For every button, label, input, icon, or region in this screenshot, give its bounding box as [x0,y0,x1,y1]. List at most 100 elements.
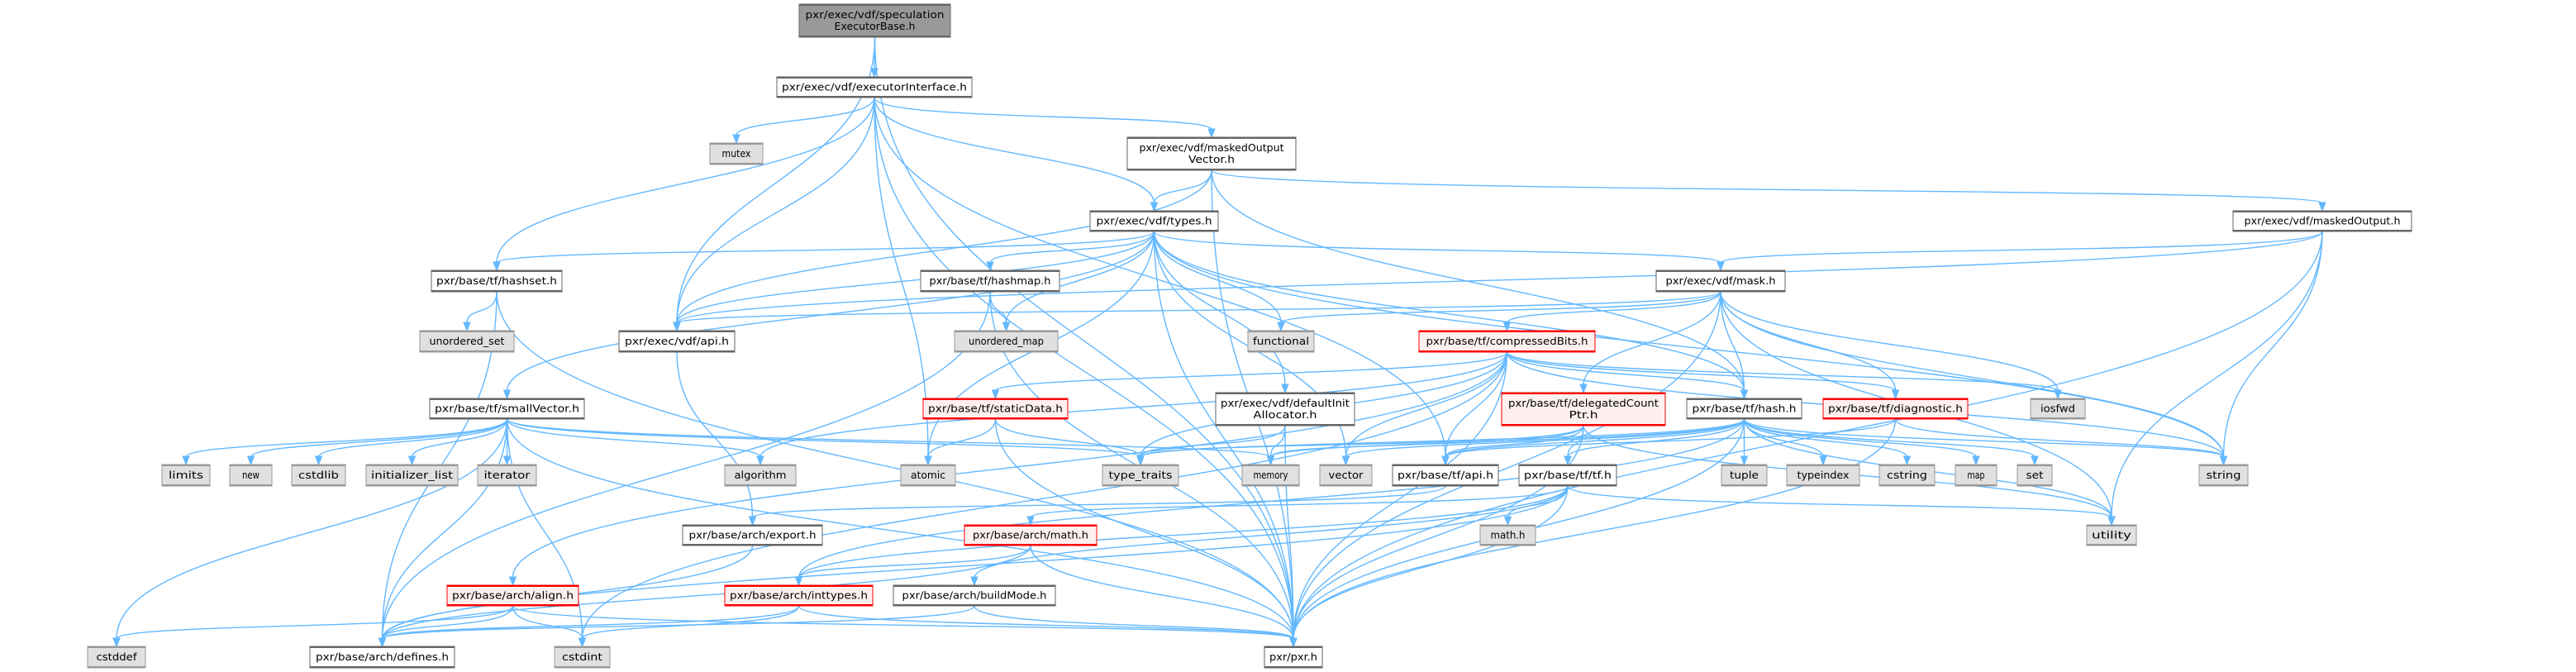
arrowhead-icon [1002,322,1011,332]
arrowhead-icon [1341,455,1350,466]
edge-mask-to-delegated [1579,291,1721,394]
arrowhead-icon [1717,261,1725,272]
node-box [798,3,951,38]
arrowhead-icon [732,134,740,145]
edge-types-to-functional [1153,231,1285,332]
edge-line [994,418,1141,458]
node-label: ExecutorBase.h [835,21,916,32]
node-tfapi[interactable]: pxr/base/tf/api.h [1392,464,1499,487]
node-typeindex: typeindex [1786,464,1860,487]
edge-line [1293,418,1897,640]
node-execIface[interactable]: pxr/exec/vdf/executorInterface.h [776,76,973,98]
node-functional: functional [1247,330,1315,353]
node-label: utility [2092,530,2131,541]
node-label: pxr/base/tf/hashset.h [436,275,557,287]
node-types[interactable]: pxr/exec/vdf/types.h [1089,210,1219,232]
node-vdfapi[interactable]: pxr/exec/vdf/api.h [618,330,736,353]
edge-line [250,418,508,458]
arrowhead-icon [1207,128,1216,139]
edge-line [874,97,1212,131]
edge-line [116,418,508,640]
node-export[interactable]: pxr/base/arch/export.h [682,524,823,546]
edge-line [1506,351,1897,392]
node-limits: limits [161,464,211,487]
edge-line [1293,485,1569,640]
edge-line [381,605,514,640]
arrowhead-icon [1281,384,1289,394]
node-box [1241,464,1300,487]
edge-line [1280,291,1721,324]
edge-compressedBits-to-iosfwd [1506,351,2062,400]
arrowhead-icon [378,637,387,648]
node-inttypes[interactable]: pxr/base/arch/inttypes.h [724,584,874,607]
node-hash[interactable]: pxr/base/tf/hash.h [1686,398,1802,420]
edge-line [1720,291,1745,392]
node-mask[interactable]: pxr/exec/vdf/mask.h [1655,269,1786,293]
edge-staticData-to-type_traits [994,418,1145,466]
edge-line [2111,231,2323,518]
node-label: Allocator.h [1254,409,1317,421]
edge-line [1567,485,2112,518]
node-iterator: iterator [477,464,537,487]
edge-compressedBits-to-hash [1506,351,1749,400]
edge-types-to-vdfapi [673,231,1155,332]
edge-archmath-to-inttypes [794,545,1031,587]
node-box [682,524,823,546]
node-label: Vector.h [1188,154,1235,165]
node-compressedBits[interactable]: pxr/base/tf/compressedBits.h [1418,330,1596,353]
node-label: atomic [911,469,945,481]
edge-line [1506,351,1745,392]
node-box [419,330,515,353]
node-smallVector[interactable]: pxr/base/tf/smallVector.h [429,398,585,420]
edge-diagnostic-to-string [1894,418,2228,466]
node-archmath[interactable]: pxr/base/arch/math.h [964,524,1098,546]
edge-line [798,605,1294,640]
edge-smallVector-to-pxr [506,418,1298,648]
edge-line [1293,231,2323,640]
edge-smallVector-to-cstdint [506,418,587,648]
edge-hash-to-map [1743,418,1980,466]
node-label: map [1968,469,1985,481]
node-hashset[interactable]: pxr/base/tf/hashset.h [431,269,563,293]
node-buildMode[interactable]: pxr/base/arch/buildMode.h [893,584,1056,607]
edge-line [874,97,1446,458]
node-tf[interactable]: pxr/base/tf/tf.h [1518,464,1617,487]
node-diagnostic[interactable]: pxr/base/tf/diagnostic.h [1822,398,1969,420]
node-label: algorithm [735,469,787,481]
edge-inttypes-to-pxr [798,605,1298,648]
arrowhead-icon [182,455,190,466]
edge-tfapi-to-export [748,485,1446,527]
edge-mask-to-hash [1720,291,1749,400]
node-pxr[interactable]: pxr/pxr.h [1264,646,1323,669]
edge-line [1153,231,1745,392]
node-tuple: tuple [1721,464,1768,487]
node-defines[interactable]: pxr/base/arch/defines.h [309,646,455,669]
node-maskedOutput[interactable]: pxr/exec/vdf/maskedOutput.h [2232,210,2412,232]
node-label: pxr/base/tf/diagnostic.h [1828,403,1963,415]
edge-line [676,231,2323,324]
node-box [893,584,1056,607]
node-label: pxr/base/tf/delegatedCount [1508,398,1659,409]
edge-hash-to-cstring [1743,418,1912,466]
edge-line [466,291,498,324]
edge-execIface-to-mutex [732,97,875,145]
edge-line [496,231,1155,264]
edge-line [1140,425,1286,458]
node-label: pxr/base/arch/math.h [973,530,1088,541]
edge-types-to-mask [1153,231,1725,272]
edge-line [1293,425,1584,640]
edge-line [676,169,1212,324]
node-box [1126,136,1297,171]
node-align[interactable]: pxr/base/arch/align.h [446,584,579,607]
edge-line [1583,291,1721,386]
node-staticData[interactable]: pxr/base/tf/staticData.h [922,398,1069,420]
arrowhead-icon [970,576,978,587]
node-box [1479,524,1536,546]
node-hashmap[interactable]: pxr/base/tf/hashmap.h [920,269,1060,293]
edge-line [506,418,1141,458]
node-box [776,76,973,98]
